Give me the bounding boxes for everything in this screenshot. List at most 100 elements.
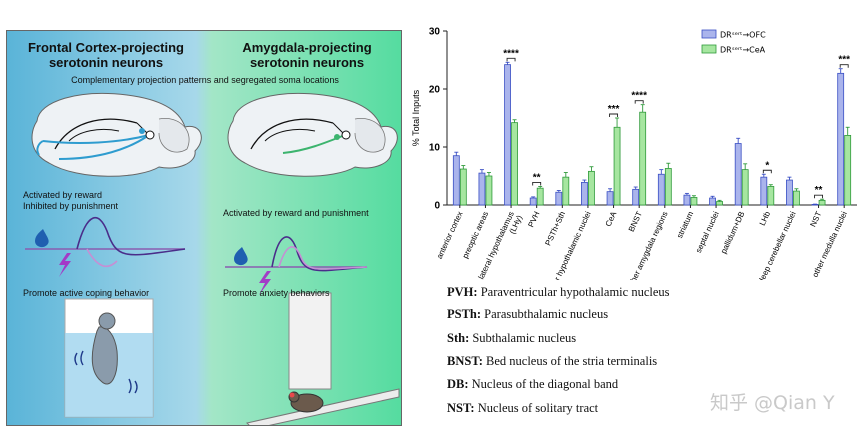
forced-swim-illustration xyxy=(64,298,154,418)
bar xyxy=(588,170,595,206)
water-drop-icon xyxy=(35,229,49,248)
bar xyxy=(613,126,621,206)
bar xyxy=(793,190,800,206)
y-axis-label: % Total Inputs xyxy=(411,89,421,146)
bar xyxy=(664,168,672,206)
left-activity-trace xyxy=(25,216,186,277)
abbreviation-definition: Paraventricular hypothalamic nucleus xyxy=(477,285,670,299)
significance-label: ** xyxy=(815,185,823,196)
x-tick-label: PVH xyxy=(526,210,541,229)
watermark: 知乎 @Qian Y xyxy=(710,392,835,414)
bar xyxy=(555,191,563,206)
abbreviation-term: PVH: xyxy=(447,285,478,299)
significance-bracket xyxy=(762,169,772,174)
right-brain-icon xyxy=(227,92,398,177)
abbreviation-item: PVH: Paraventricular hypothalamic nucleu… xyxy=(447,285,670,300)
significance-label: * xyxy=(765,160,769,171)
left-panel-title: Frontal Cortex-projecting serotonin neur… xyxy=(27,40,184,70)
right-panel-title: Amygdala-projecting serotonin neurons xyxy=(242,40,372,70)
significance-label: **** xyxy=(503,48,519,59)
bar xyxy=(767,186,775,206)
left-brain-icon xyxy=(31,92,202,177)
abbreviation-item: NST: Nucleus of solitary tract xyxy=(447,401,598,416)
x-tick-label: septal nuclei xyxy=(694,210,721,254)
right-activity-trace xyxy=(225,236,368,295)
abbreviation-definition: Nucleus of the diagonal band xyxy=(468,377,619,391)
bar xyxy=(786,179,793,206)
schematic-panel: Frontal Cortex-projecting serotonin neur… xyxy=(6,30,402,426)
legend-label: DRˢᵉʳᵗ→CeA xyxy=(720,46,766,55)
legend-swatch xyxy=(701,44,717,54)
lightning-icon xyxy=(59,253,71,277)
y-tick-label: 20 xyxy=(429,85,441,96)
bar xyxy=(716,201,723,206)
abbreviation-item: BNST: Bed nucleus of the stria terminali… xyxy=(447,354,657,369)
bar xyxy=(760,176,768,206)
bar xyxy=(741,169,749,206)
abbreviation-definition: Subthalamic nucleus xyxy=(469,331,577,345)
x-tick-label: BNST xyxy=(627,210,644,233)
significance-bracket xyxy=(609,113,619,117)
lightning-icon xyxy=(259,271,271,295)
abbreviation-term: BNST: xyxy=(447,354,483,368)
significance-label: *** xyxy=(838,55,850,66)
x-tick-label: CeA xyxy=(604,209,619,228)
bar xyxy=(485,175,493,206)
bar xyxy=(511,122,518,206)
bar xyxy=(452,155,460,206)
bar xyxy=(606,191,614,206)
bar xyxy=(818,199,826,206)
bar xyxy=(562,176,570,206)
abbreviation-item: PSTh: Parasubthalamic nucleus xyxy=(447,307,608,322)
bar xyxy=(709,197,716,206)
abbreviation-definition: Bed nucleus of the stria terminalis xyxy=(482,354,658,368)
bar xyxy=(529,197,537,206)
x-tick-label: striatum xyxy=(675,210,695,240)
abbreviation-definition: Parasubthalamic nucleus xyxy=(481,307,609,321)
legend-label: DRˢᵉʳᵗ→OFC xyxy=(720,31,766,40)
abbreviation-definition: Nucleus of solitary tract xyxy=(474,401,599,415)
bar xyxy=(536,187,544,206)
x-tick-label: anterior cortex xyxy=(435,210,465,260)
significance-bracket xyxy=(506,57,516,62)
y-tick-label: 10 xyxy=(429,143,441,154)
x-tick-label: LHb xyxy=(758,210,773,228)
elevated-maze-illustration xyxy=(246,292,400,425)
left-behavior-text: Promote active coping behavior xyxy=(23,288,150,298)
schematic-art xyxy=(25,92,400,425)
abbreviation-term: PSTh: xyxy=(447,307,482,321)
legend-swatch xyxy=(701,29,717,39)
abbreviation-term: DB: xyxy=(447,377,469,391)
significance-bracket xyxy=(634,100,644,104)
bar xyxy=(844,134,852,206)
bar xyxy=(581,181,588,206)
panel-subtitle: Complementary projection patterns and se… xyxy=(71,75,339,85)
bar xyxy=(734,143,742,206)
bar xyxy=(639,111,647,206)
left-activity-text: Activated by reward Inhibited by punishm… xyxy=(23,190,119,211)
x-tick-label: preoptic areas xyxy=(461,210,491,260)
y-tick-label: 30 xyxy=(429,27,441,38)
right-behavior-text: Promote anxiety behaviors xyxy=(223,288,330,298)
significance-label: *** xyxy=(608,104,620,115)
water-drop-icon xyxy=(234,247,248,266)
bar xyxy=(837,72,845,206)
abbreviation-term: Sth: xyxy=(447,331,470,345)
significance-bracket xyxy=(814,194,824,199)
bar xyxy=(657,173,665,206)
abbreviation-item: Sth: Subthalamic nucleus xyxy=(447,331,576,346)
x-tick-label: NST xyxy=(808,210,823,228)
significance-bracket xyxy=(532,181,542,186)
significance-label: **** xyxy=(631,91,647,102)
bar xyxy=(683,194,691,206)
bar xyxy=(690,197,698,206)
abbreviation-term: NST: xyxy=(447,401,475,415)
abbreviation-item: DB: Nucleus of the diagonal band xyxy=(447,377,618,392)
bar xyxy=(478,172,486,206)
x-tick-label: pallidum+DB xyxy=(719,210,746,255)
significance-label: ** xyxy=(533,172,541,183)
significance-bracket xyxy=(839,64,849,68)
bar xyxy=(632,188,640,206)
right-activity-text: Activated by reward and punishment xyxy=(223,208,369,218)
